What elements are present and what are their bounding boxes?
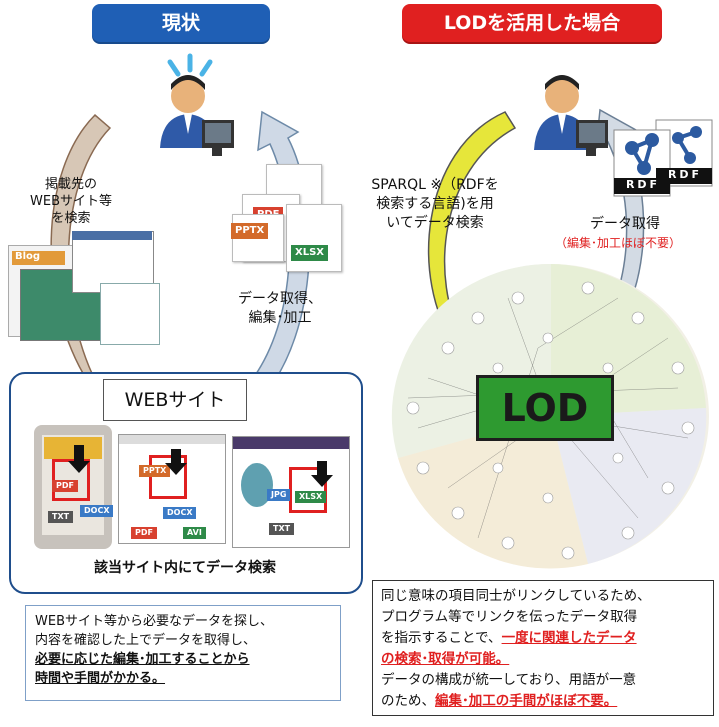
note-line: 同じ意味の項目同士がリンクしているため、 — [381, 588, 651, 604]
lod-note: 同じ意味の項目同士がリンクしているため、 プログラム等でリンクを伝ったデータ取得… — [372, 580, 714, 716]
note-line: プログラム等でリンクを伝ったデータ取得 — [381, 609, 638, 625]
note-line: データの構成が統一しており、用語が一意 — [381, 672, 637, 688]
sparql-caption: SPARQL ※（RDFを 検索する言語)を用 いてデータ検索 — [371, 177, 499, 231]
note-line: WEBサイト等から必要なデータを探し、 — [35, 614, 273, 629]
note-emphasis: 時間や手間がかかる。 — [35, 671, 166, 686]
tag-txt-2: TXT — [269, 523, 295, 535]
note-emphasis: 一度に関連したデータ — [501, 630, 637, 646]
rdf-label-2: RDF — [667, 168, 703, 181]
search-in-site-caption: 該当サイト内にてデータ検索 — [94, 560, 276, 576]
note-line: のため、編集･加工の手間がほぼ不要。 — [381, 693, 618, 709]
rdf-label-1: RDF — [625, 178, 661, 191]
note-emphasis: 編集･加工の手間がほぼ不要。 — [435, 693, 618, 709]
note-emphasis: の検索･取得が可能。 — [381, 651, 510, 667]
pptx-tag: PPTX — [231, 223, 269, 239]
lod-case-header: LODを活用した場合 — [402, 4, 662, 42]
current-state-note: WEBサイト等から必要なデータを探し、 内容を確認した上でデータを取得し、 必要… — [25, 605, 341, 701]
xlsx-tag: XLSX — [291, 245, 328, 261]
tag-avi: AVI — [183, 527, 206, 539]
tag-docx-1: DOCX — [80, 505, 114, 517]
note-line: 内容を確認した上でデータを取得し、 — [35, 633, 257, 648]
document-files: PDF XLSX PPTX — [228, 162, 348, 272]
current-state-header: 現状 — [92, 4, 270, 42]
website-screens: Blog — [0, 225, 160, 345]
user-icon-left — [160, 53, 234, 156]
rdf-acquire-note: （編集･加工ほぼ不要） — [555, 236, 682, 250]
blog-label: Blog — [12, 251, 65, 265]
lod-label: LOD — [476, 375, 614, 441]
tag-pdf-2: PDF — [131, 527, 157, 539]
rdf-acquire-label: データ取得 — [590, 216, 660, 232]
tag-xlsx: XLSX — [295, 491, 327, 503]
acquire-caption: データ取得、 編集･加工 — [238, 291, 322, 326]
user-icon-right — [534, 75, 608, 156]
note-emphasis: 必要に応じた編集･加工することから — [35, 652, 250, 667]
rdf-icon — [613, 119, 713, 197]
website-label: WEBサイト — [103, 379, 247, 421]
tablet-screen: PDF TXT DOCX — [34, 425, 114, 549]
note-line: を指示することで、一度に関連したデータ — [381, 630, 637, 646]
tag-pptx: PPTX — [139, 465, 171, 477]
tag-jpg: JPG — [267, 489, 291, 501]
tag-docx-2: DOCX — [163, 507, 197, 519]
browser-screen-2: PPTX DOCX PDF AVI — [118, 434, 226, 544]
tag-txt-1: TXT — [48, 511, 74, 523]
browser-screen-3: JPG XLSX TXT — [232, 436, 350, 548]
tag-pdf-1: PDF — [52, 480, 78, 492]
search-caption: 掲載先の WEBサイト等 を検索 — [30, 177, 112, 226]
